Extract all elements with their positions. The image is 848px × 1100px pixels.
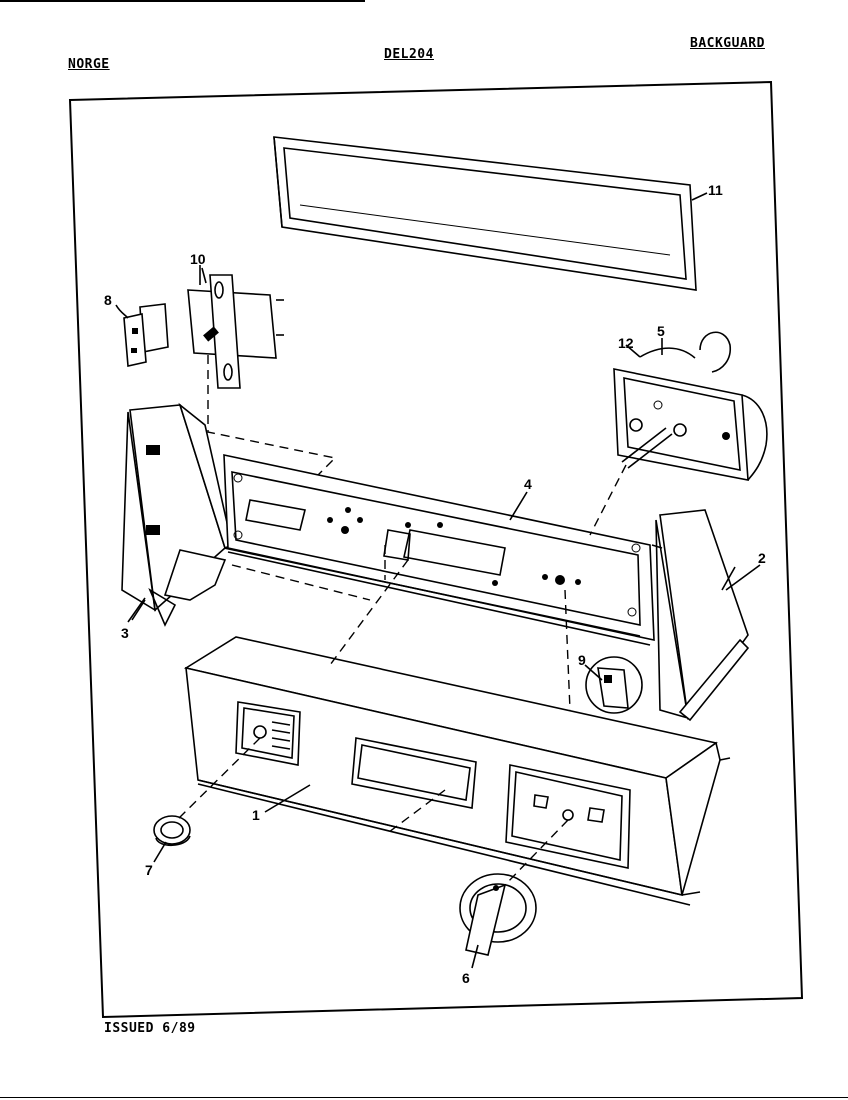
model-number: DEL204: [384, 47, 434, 62]
part-2-right-end-cap: [651, 509, 761, 722]
part-4-control-panel: [223, 454, 655, 646]
callout-6: 6: [462, 970, 470, 986]
part-11-trim-strip: [273, 136, 708, 291]
part-8-switch: [115, 303, 169, 367]
callout-3: 3: [121, 625, 129, 641]
callout-9: 9: [578, 652, 586, 668]
bottom-rule: [0, 1097, 848, 1098]
assembly-lines: [174, 355, 627, 886]
part-6-timer-knob: [459, 873, 537, 956]
callout-2: 2: [758, 550, 766, 566]
diagram-frame: [68, 80, 804, 1019]
part-5-timer: [613, 331, 768, 481]
issued-date: ISSUED 6/89: [104, 1021, 196, 1036]
callout-8: 8: [104, 292, 112, 308]
callout-4: 4: [524, 476, 532, 492]
part-1-console: [183, 636, 731, 906]
section-title: BACKGUARD: [690, 36, 765, 51]
part-9-detail: [585, 656, 643, 714]
callout-1: 1: [252, 807, 260, 823]
callout-12: 12: [618, 335, 634, 351]
top-rule: [0, 0, 365, 2]
leader-lines: [127, 265, 736, 969]
callout-10: 10: [190, 251, 206, 267]
callout-7: 7: [145, 862, 153, 878]
part-7-push-knob: [153, 815, 191, 847]
callout-11: 11: [708, 182, 723, 198]
part-3-left-bracket: [121, 402, 233, 627]
callout-5: 5: [657, 323, 665, 339]
part-10-relay: [187, 267, 284, 389]
brand-label: NORGE: [68, 57, 110, 72]
